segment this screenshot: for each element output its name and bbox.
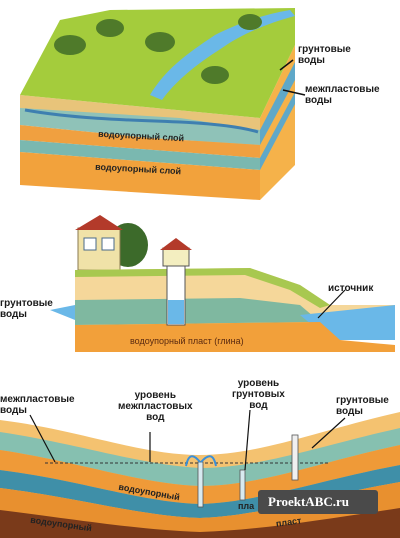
p3-fountain [185, 455, 217, 467]
p2-aquifer [75, 298, 320, 325]
p2-window [83, 237, 97, 251]
p1-front-clay-1 [20, 125, 260, 158]
p3-well [197, 461, 204, 508]
p3-label-level-ground: уровень грунтовых вод [232, 378, 285, 411]
p1-river [150, 10, 295, 100]
p1-pointer-groundwater [279, 59, 294, 71]
p1-side-aquifer-lower [260, 92, 295, 170]
p3-well [239, 469, 246, 501]
p1-tree [96, 19, 124, 37]
p2-well-roof [160, 238, 192, 250]
p3-pointer-interstratal [29, 414, 56, 463]
p1-tree [201, 66, 229, 84]
p1-label-groundwater: грунтовые воды [298, 44, 351, 66]
p2-grass [75, 268, 330, 308]
p1-tree [145, 32, 175, 52]
p1-tree [238, 14, 262, 30]
p1-front-clay-2 [20, 152, 260, 200]
p3-pointer-groundwater [311, 417, 346, 449]
p2-arrow [50, 305, 75, 320]
p1-tree [54, 35, 86, 55]
p3-well [291, 434, 299, 481]
p2-well-hut [162, 247, 190, 267]
p3-pointer-level-ground [244, 409, 251, 471]
p1-side-aquifer-upper [260, 62, 295, 145]
p3-label-interstratal: межпластовые воды [0, 394, 75, 416]
p2-label-layer: водоупорный пласт (глина) [130, 336, 244, 346]
p2-label-groundwater: грунтовые воды [0, 298, 53, 320]
p1-label-interstratal: межпластовые воды [305, 84, 380, 106]
p3-base [0, 508, 400, 538]
p2-label-spring: источник [328, 283, 374, 294]
p3-label-level-interstratal: уровень межпластовых вод [118, 390, 193, 423]
p2-house-roof [75, 215, 123, 230]
p2-pointer-spring [317, 289, 346, 319]
watermark-logo: ProektABC.ru [258, 490, 378, 514]
p3-label-layer-d: пла [238, 501, 255, 511]
p1-groundwater-line [24, 108, 259, 134]
p1-front-aquifer-lower [20, 140, 260, 170]
p2-window [101, 237, 115, 251]
p2-clay [75, 322, 395, 352]
p2-well-water [168, 300, 184, 324]
p3-label-groundwater: грунтовые воды [336, 395, 389, 417]
p1-pointer-interstratal [282, 89, 306, 96]
